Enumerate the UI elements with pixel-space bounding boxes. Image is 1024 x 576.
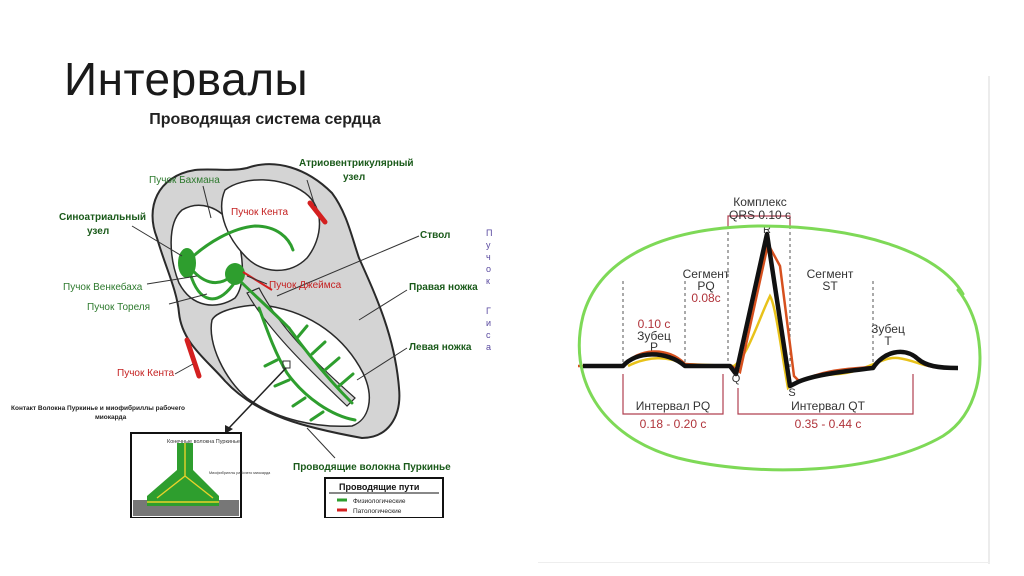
slide-title: Интервалы — [64, 53, 309, 105]
svg-text:Конечные волокна Пуркинье: Конечные волокна Пуркинье — [167, 439, 240, 445]
label-sa-node-1: Синоатриальный — [59, 212, 146, 223]
qt-interval-label: Интервал QT — [791, 399, 866, 413]
label-s: S — [788, 387, 795, 399]
label-james: Пучок Джеймса — [269, 280, 342, 291]
label-trunk: Ствол — [420, 230, 450, 241]
label-bachmann: Пучок Бахмана — [149, 175, 220, 186]
svg-text:и: и — [486, 318, 491, 328]
svg-text:Миофибриллы рабочего миокарда: Миофибриллы рабочего миокарда — [209, 471, 271, 475]
svg-text:о: о — [486, 264, 491, 274]
segment-pq-label-2: PQ — [697, 279, 714, 293]
zoom-marker — [282, 360, 291, 369]
james-bundle — [242, 271, 273, 291]
legend-item-pathological: Патологические — [353, 508, 402, 515]
av-node — [225, 263, 245, 285]
label-kent-top: Пучок Кента — [231, 207, 288, 218]
segment-pq-duration: 0.08с — [691, 291, 720, 305]
purkinje-inset: Конечные волокна Пуркинье Миофибриллы ра… — [130, 432, 271, 518]
legend-item-physiological: Физиологические — [353, 498, 406, 505]
label-av-node-2: узел — [343, 172, 365, 183]
legend-title: Проводящие пути — [339, 482, 419, 492]
his-bundle-vertical-label: П у ч о к Г и с а — [486, 228, 492, 352]
label-r: R — [763, 224, 771, 236]
divider-line — [988, 76, 990, 564]
qt-interval-range: 0.35 - 0.44 с — [795, 417, 862, 431]
heart-conduction-diagram: Проводящая система сердца — [7, 98, 525, 518]
left-atrium — [220, 179, 321, 272]
label-purkinje: Проводящие волокна Пуркинье — [293, 462, 451, 473]
segment-st-label-1: Сегмент — [807, 267, 854, 281]
label-thorel: Пучок Тореля — [87, 302, 150, 313]
label-sa-node-2: узел — [87, 226, 109, 237]
svg-text:к: к — [486, 276, 490, 286]
svg-text:П: П — [486, 228, 492, 238]
p-wave-label-1: Зубец — [637, 329, 671, 343]
label-left-branch: Левая ножка — [409, 342, 472, 353]
svg-text:а: а — [486, 342, 491, 352]
pathological-pathways — [184, 200, 328, 379]
t-wave-label-2: T — [884, 334, 892, 348]
svg-text:у: у — [486, 240, 491, 250]
svg-text:ч: ч — [486, 252, 491, 262]
label-kent-bottom: Пучок Кента — [117, 368, 174, 379]
t-wave-label-1: Зубец — [871, 322, 905, 336]
sa-node — [178, 248, 196, 278]
qrs-label-2: QRS 0.10 с — [729, 208, 791, 222]
annotation-circle — [577, 224, 982, 472]
qrs-label-1: Комплекс — [733, 195, 786, 209]
svg-text:с: с — [486, 330, 491, 340]
ecg-trace-yellow — [627, 293, 931, 391]
pq-interval-range: 0.18 - 0.20 с — [640, 417, 707, 431]
legend: Проводящие пути Физиологические Патологи… — [324, 477, 444, 518]
ecg-waveform-diagram: Комплекс QRS 0.10 с Сегмент PQ 0.08с Сег… — [538, 76, 990, 564]
heart-title: Проводящая система сердца — [149, 111, 381, 128]
p-wave-label-2: P — [650, 340, 658, 354]
label-wenckebach: Пучок Венкебаха — [63, 281, 143, 293]
label-av-node-1: Атриовентрикулярный — [299, 158, 414, 169]
p-wave-duration: 0.10 с — [638, 317, 671, 331]
segment-st-label-2: ST — [822, 279, 838, 293]
ecg-trace-black — [583, 231, 959, 389]
segment-pq-label-1: Сегмент — [683, 267, 730, 281]
contact-caption-1: Контакт Волокна Пуркинье и миофибриллы р… — [11, 404, 185, 412]
label-right-branch: Правая ножка — [409, 282, 478, 293]
contact-caption-2: миокарда — [95, 414, 127, 421]
label-q: Q — [732, 373, 741, 385]
divider-line-bottom — [538, 562, 990, 563]
pq-interval-label: Интервал PQ — [636, 399, 711, 413]
svg-text:Г: Г — [486, 306, 491, 316]
